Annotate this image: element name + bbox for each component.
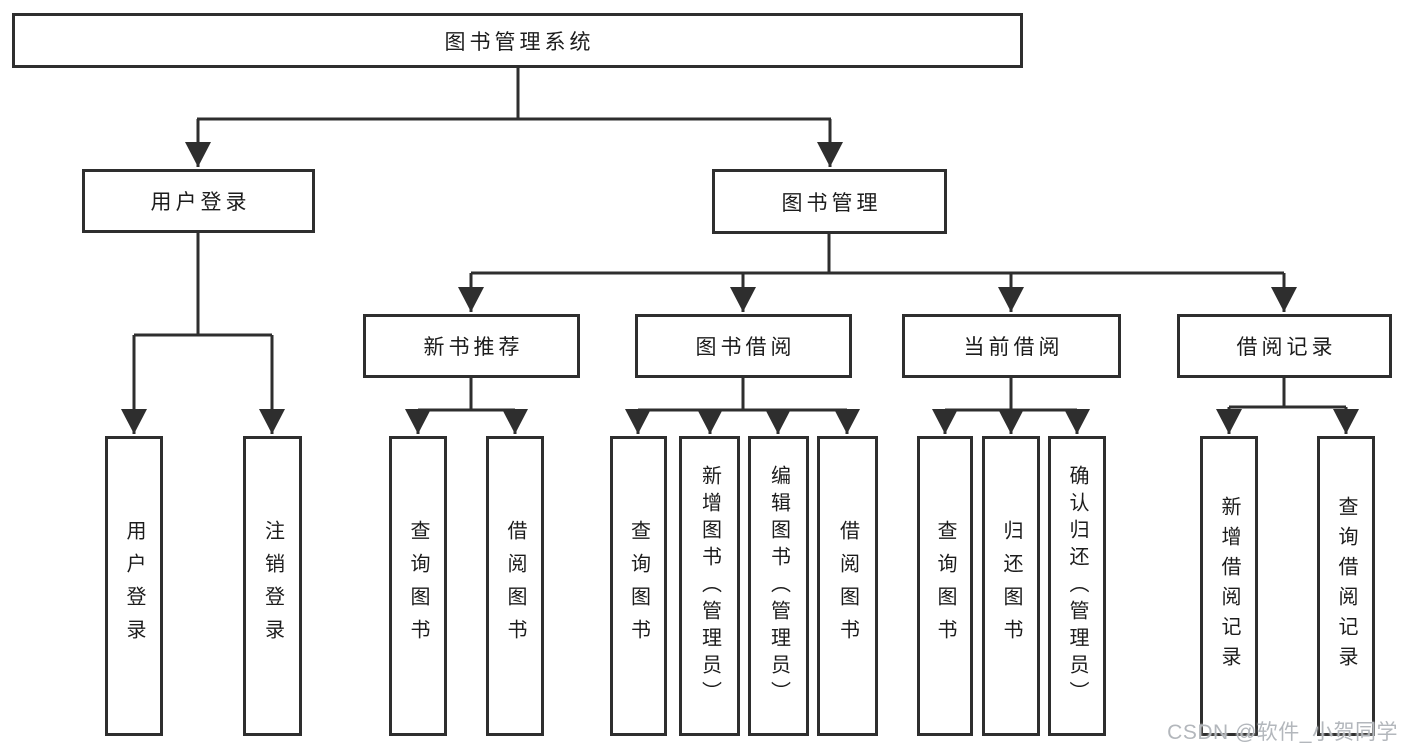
leaf-borrow-books-recommend-label: 借阅图书 bbox=[504, 520, 526, 652]
node-library-management-system: 图书管理系统 bbox=[12, 13, 1023, 68]
connector-arrows bbox=[121, 119, 1359, 434]
leaf-add-books-admin-label: 新增图书（管理员） bbox=[698, 464, 721, 708]
node-book-borrowing: 图书借阅 bbox=[635, 314, 852, 378]
leaf-query-books-current: 查询图书 bbox=[917, 436, 973, 736]
leaf-query-borrow-record: 查询借阅记录 bbox=[1317, 436, 1375, 736]
leaf-add-borrow-record-label: 新增借阅记录 bbox=[1218, 496, 1240, 676]
leaf-confirm-return-admin: 确认归还（管理员） bbox=[1048, 436, 1106, 736]
node-user-login-branch: 用户登录 bbox=[82, 169, 315, 233]
leaf-add-books-admin: 新增图书（管理员） bbox=[679, 436, 740, 736]
leaf-add-borrow-record: 新增借阅记录 bbox=[1200, 436, 1258, 736]
leaf-edit-books-admin-label: 编辑图书（管理员） bbox=[767, 464, 790, 708]
leaf-query-books-recommend-label: 查询图书 bbox=[407, 520, 429, 652]
leaf-query-books-recommend: 查询图书 bbox=[389, 436, 447, 736]
leaf-confirm-return-admin-label: 确认归还（管理员） bbox=[1066, 464, 1088, 708]
node-current-borrowing: 当前借阅 bbox=[902, 314, 1121, 378]
leaf-borrow-books-recommend: 借阅图书 bbox=[486, 436, 544, 736]
node-book-management-branch: 图书管理 bbox=[712, 169, 947, 234]
leaf-logout-label: 注销登录 bbox=[261, 520, 284, 652]
leaf-query-borrow-record-label: 查询借阅记录 bbox=[1335, 496, 1357, 676]
leaf-query-books-borrow-label: 查询图书 bbox=[627, 520, 650, 652]
leaf-return-books-label: 归还图书 bbox=[1000, 520, 1022, 652]
leaf-return-books: 归还图书 bbox=[982, 436, 1040, 736]
leaf-borrow-books: 借阅图书 bbox=[817, 436, 878, 736]
leaf-query-books-current-label: 查询图书 bbox=[934, 520, 956, 652]
leaf-logout: 注销登录 bbox=[243, 436, 302, 736]
connector-rails bbox=[134, 68, 1346, 412]
leaf-borrow-books-label: 借阅图书 bbox=[836, 520, 859, 652]
leaf-user-login-label: 用户登录 bbox=[123, 520, 145, 652]
node-new-book-recommendation: 新书推荐 bbox=[363, 314, 580, 378]
leaf-user-login: 用户登录 bbox=[105, 436, 163, 736]
node-borrowing-records: 借阅记录 bbox=[1177, 314, 1392, 378]
watermark: CSDN @软件_小贺同学 bbox=[1167, 721, 1398, 744]
leaf-edit-books-admin: 编辑图书（管理员） bbox=[748, 436, 809, 736]
leaf-query-books-borrow: 查询图书 bbox=[610, 436, 667, 736]
